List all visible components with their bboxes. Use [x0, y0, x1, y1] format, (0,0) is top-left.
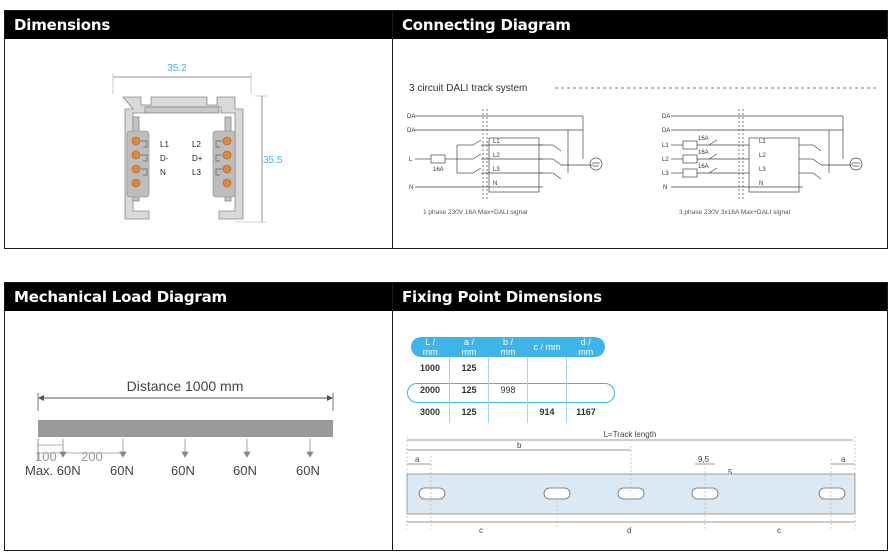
dim-d-label: d [627, 526, 631, 535]
right-caption: 3 phase 230V 3x16A Max+DALI signal [679, 209, 791, 216]
label-l1: L1 [160, 140, 169, 149]
dim-b-label: b [517, 441, 522, 450]
track-profile-drawing: 35.2 35.5 [112, 63, 283, 223]
right-line-l2: L2 [759, 153, 766, 159]
cell: 125 [449, 379, 489, 401]
distance-label: Distance 1000 mm [127, 378, 244, 394]
dimensions-panel: Dimensions 35.2 35.5 [4, 10, 393, 249]
table-row: 1000 125 [411, 357, 605, 379]
header-c: c / mm [527, 337, 567, 357]
right-fuse-label-2: 16A [698, 150, 709, 156]
label-d-plus: D+ [192, 154, 203, 163]
system-label: 3 circuit DALI track system [409, 83, 527, 94]
label-l3: L3 [192, 168, 201, 177]
connecting-panel: Connecting Diagram 3 circuit DALI track … [392, 10, 888, 249]
label-d-minus: D- [160, 154, 169, 163]
right-input-l1: L1 [662, 143, 669, 149]
mechanical-panel: Mechanical Load Diagram Distance 1000 mm… [4, 282, 393, 551]
right-line-l1: L1 [759, 139, 766, 145]
mechanical-body: Distance 1000 mm 100 200 Max. 60N 60N 60… [5, 311, 392, 550]
dim-c-left: c [479, 526, 483, 535]
right-line-l3: L3 [759, 167, 766, 173]
load-diagram: Distance 1000 mm 100 200 Max. 60N 60N 60… [25, 378, 334, 478]
left-line-l2: L2 [493, 153, 500, 159]
header-b: b / mm [488, 337, 528, 357]
label-l2: L2 [192, 140, 201, 149]
dim-a-left: a [415, 455, 420, 464]
label-n: N [160, 168, 166, 177]
cell [527, 379, 567, 401]
cell [488, 401, 528, 423]
left-labels: DA DA L N 16A L1 L2 L3 N [407, 114, 500, 191]
header-l: L / mm [411, 337, 450, 357]
width-label: 35.2 [167, 63, 187, 74]
right-input-da2: DA [662, 128, 670, 134]
cell: 914 [527, 401, 567, 423]
offset-100: 100 [35, 449, 57, 464]
fixing-body: L / mm a / mm b / mm c / mm d / mm 1000 … [393, 311, 887, 550]
cell: 998 [488, 379, 528, 401]
header-a: a / mm [449, 337, 489, 357]
cell: 3000 [411, 401, 450, 423]
fixing-table: L / mm a / mm b / mm c / mm d / mm 1000 … [411, 337, 605, 423]
left-fuse-label: 16A [433, 167, 444, 173]
left-line-l1: L1 [493, 139, 500, 145]
dim-c-right: c [777, 526, 781, 535]
left-input-n: N [409, 185, 413, 191]
dimensions-body: 35.2 35.5 [5, 39, 392, 248]
cell: 1000 [411, 357, 450, 379]
table-row: 3000 125 914 1167 [411, 401, 605, 423]
left-input-da1: DA [407, 114, 415, 120]
wiring-diagram: 3 circuit DALI track system [407, 83, 879, 216]
dim-a-right: a [841, 455, 846, 464]
left-input-da2: DA [407, 128, 415, 134]
load-5: 60N [296, 463, 320, 478]
left-line-l3: L3 [493, 167, 500, 173]
track-fixing-drawing: L=Track length b a a 9,5 5 [406, 430, 856, 535]
connecting-body: 3 circuit DALI track system [393, 39, 887, 248]
contacts [131, 136, 232, 188]
contact-hooks [141, 140, 222, 176]
load-arrows [59, 439, 314, 458]
cell: 2000 [411, 379, 450, 401]
right-input-l2: L2 [662, 157, 669, 163]
load-2: 60N [110, 463, 134, 478]
fixing-table-header: L / mm a / mm b / mm c / mm d / mm [411, 337, 605, 357]
cell [527, 357, 567, 379]
table-row: 2000 125 998 [411, 379, 605, 401]
left-wiring [415, 109, 603, 199]
left-input-l: L [409, 157, 413, 163]
cell [488, 357, 528, 379]
right-input-l3: L3 [662, 171, 669, 177]
load-bar [38, 420, 333, 437]
dimensions-title: Dimensions [5, 11, 392, 39]
right-input-n: N [663, 185, 667, 191]
dim-95-label: 9,5 [698, 455, 710, 464]
connecting-title: Connecting Diagram [393, 11, 887, 39]
left-caption: 1 phase 230V 16A Max+DALI signal [423, 209, 528, 216]
right-labels: DA DA L1 L2 L3 N 16A 16A 16A L1 L2 L3 N [662, 114, 766, 191]
right-line-n: N [759, 181, 763, 187]
offset-200: 200 [81, 449, 103, 464]
load-max: Max. 60N [25, 463, 81, 478]
header-d: d / mm [566, 337, 605, 357]
load-4: 60N [233, 463, 257, 478]
track-length-label: L=Track length [604, 430, 657, 439]
left-line-n: N [493, 181, 497, 187]
cell: 1167 [576, 407, 596, 417]
right-input-da1: DA [662, 114, 670, 120]
fixing-title: Fixing Point Dimensions [393, 283, 887, 311]
fixing-panel: Fixing Point Dimensions L / mm a / mm b … [392, 282, 888, 551]
cell: 125 [449, 357, 489, 379]
mechanical-title: Mechanical Load Diagram [5, 283, 392, 311]
height-label: 35.5 [263, 155, 283, 166]
right-fuse-label-3: 16A [698, 164, 709, 170]
right-fuse-label-1: 16A [698, 136, 709, 142]
cell: 125 [449, 401, 489, 423]
dim-5-label: 5 [728, 468, 733, 477]
right-wiring [671, 109, 863, 199]
load-3: 60N [171, 463, 195, 478]
